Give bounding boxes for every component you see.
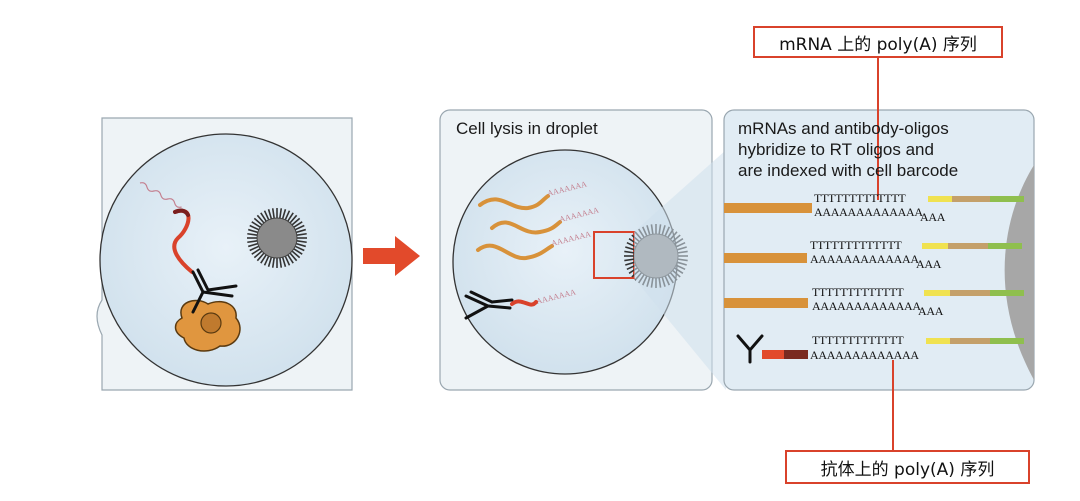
panel-2-title: Cell lysis in droplet [456, 119, 598, 138]
bead-bristle [247, 240, 258, 244]
callout-mrna-polyA: mRNA 上的 poly(A) 序列 [753, 26, 1003, 58]
callout-antibody-polyA: 抗体上的 poly(A) 序列 [785, 450, 1030, 484]
hybrid-row-4-antibody [736, 334, 1024, 364]
bead-bristle [289, 252, 298, 262]
bead-bristle [253, 250, 263, 259]
bead-core [256, 217, 298, 259]
bead-bristle [260, 212, 267, 222]
bead-bristle [251, 248, 261, 255]
t-strand-row-1: TTTTTTTTTTTTT [814, 191, 906, 205]
t-strand-row-2: TTTTTTTTTTTTT [810, 238, 902, 252]
bead-bristle [251, 221, 261, 228]
bead-bristle [294, 245, 305, 252]
bead-bristle [256, 252, 265, 262]
bead-bristle [296, 240, 307, 244]
zoom-wedge [634, 150, 726, 390]
antibody-icon [191, 268, 238, 314]
antibody-icon [736, 334, 764, 364]
bead-bristle [247, 232, 258, 236]
droplet-circle-1 [99, 133, 353, 387]
hybrid-row-2 [724, 243, 1022, 263]
a-strand-row-4-antibody: AAAAAAAAAAAAA [810, 348, 919, 362]
bead-bristle [281, 208, 287, 220]
a-tail-row-3: AAA [918, 304, 944, 318]
bead-bristle [271, 208, 275, 219]
bead-bristle [267, 256, 273, 268]
bead-bristle [279, 208, 283, 219]
bead-bristle [287, 254, 294, 264]
bead-bristle [293, 248, 303, 255]
bead-bristle [247, 242, 259, 248]
bead-bristle [284, 255, 291, 266]
bead-bristle [279, 257, 283, 268]
bead-bristle [295, 228, 307, 234]
bead-bristle [289, 214, 298, 224]
released-mrnas [476, 194, 562, 261]
panel-cell-lysis: AAAAAAA AAAAAAA AAAAAAA AAAAAAA [439, 109, 726, 391]
bead-bristle [281, 256, 287, 268]
panel-hybridization [723, 58, 1035, 450]
bead-bristle [249, 224, 260, 231]
a-strand-row-2: AAAAAAAAAAAAA [810, 252, 919, 266]
bead-bristle [263, 210, 270, 221]
bead-bristle [291, 217, 301, 226]
a-strand-row-1: AAAAAAAAAAAAA [814, 205, 923, 219]
t-strand-row-4: TTTTTTTTTTTTT [812, 333, 904, 347]
right-arrow-icon [363, 236, 420, 276]
a-strand-row-3: AAAAAAAAAAAAA [812, 299, 921, 313]
bead-bristle [271, 257, 275, 268]
bead-bristle [296, 232, 307, 236]
bead-bristle [267, 208, 273, 220]
bead-bristle [624, 250, 635, 254]
bead-bristle [625, 246, 636, 251]
antibody-icon [464, 290, 514, 320]
bead-bristle [625, 261, 636, 266]
bead-bristle [256, 214, 265, 224]
bead-bristle [624, 258, 635, 262]
hybrid-row-3 [724, 290, 1024, 308]
cell-nucleus [200, 312, 222, 334]
bead-bristle [291, 250, 301, 259]
hybrid-row-1 [724, 196, 1024, 213]
a-tail-row-2: AAA [916, 257, 942, 271]
panel-3-caption-line-3: are indexed with cell barcode [738, 161, 959, 180]
panel-3-caption-line-2: hybridize to RT oligos and [738, 140, 934, 159]
t-strand-row-3: TTTTTTTTTTTTT [812, 285, 904, 299]
gel-bead-icon [247, 208, 307, 268]
bead-bristle [287, 212, 294, 222]
bead-bristle [293, 221, 303, 228]
a-tail-row-1: AAA [920, 210, 946, 224]
bead-bristle [284, 210, 291, 221]
bead-bristle [247, 228, 259, 234]
bead-bristle [260, 254, 267, 264]
polyA-squiggle-1 [139, 182, 182, 208]
panel-3-caption-line-1: mRNAs and antibody-oligos [738, 119, 949, 138]
bead-bristle [263, 255, 270, 266]
bead-surface [1004, 165, 1034, 380]
bead-bristle [249, 245, 260, 252]
panel-cell-encapsulation [96, 117, 353, 391]
bead-bristle [253, 217, 263, 226]
bead-bristle [295, 242, 307, 248]
bead-bristle [294, 224, 305, 231]
